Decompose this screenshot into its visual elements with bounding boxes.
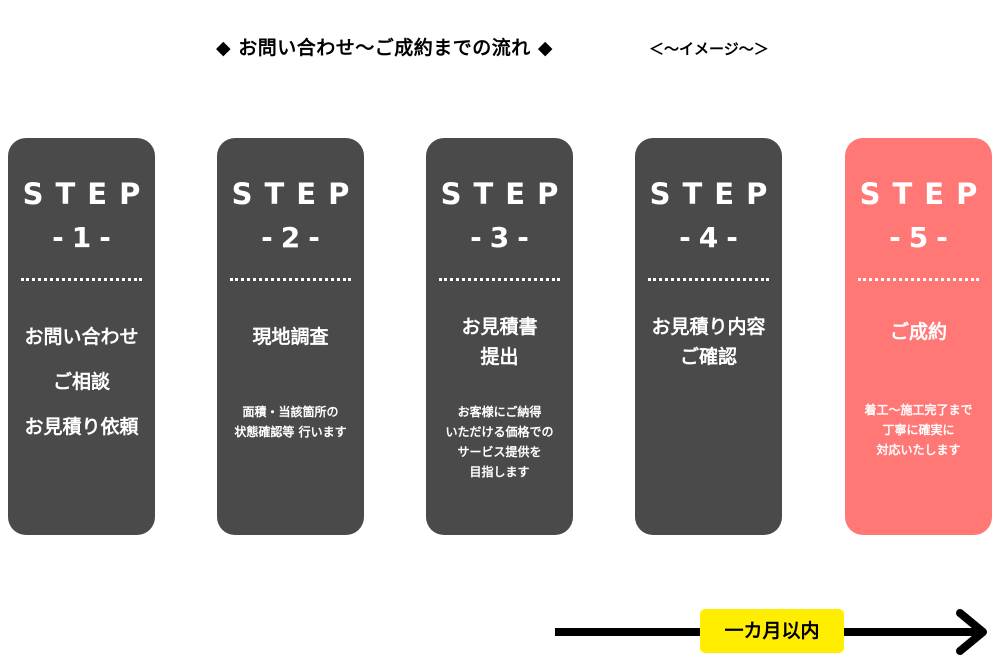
step-title-line: お見積書 [461,316,538,338]
header: ◆ お問い合わせ～ご成約までの流れ ◆ ＜～イメージ～＞ [0,33,1000,63]
step-description: お客様にご納得 いただける価格での サービス提供を 目指します [426,402,573,482]
dotted-divider [21,278,142,281]
timeline-badge: 一カ月以内 [700,609,844,653]
step-description: 面積・当該箇所の 状態確認等 行います [217,402,364,442]
step-number: -2- [261,221,328,254]
step-label: STEP [440,177,571,211]
step-desc-line: 状態確認等 行います [234,425,347,439]
step-title-line: お見積り依頼 [24,416,139,438]
step-title-line: ご相談 [52,371,110,393]
step-title: お見積書 提出 [426,312,573,372]
step-number: -1- [52,221,119,254]
page-title: ◆ お問い合わせ～ご成約までの流れ ◆ [216,37,553,59]
step-title: お見積り内容 ご確認 [635,312,782,372]
step-desc-line: 面積・当該箇所の [242,405,339,419]
step-card-1: STEP -1- お問い合わせ ご相談 お見積り依頼 [8,138,155,535]
step-title: ご成約 [845,317,992,347]
step-label: STEP [22,177,153,211]
step-title-line: お見積り内容 [651,316,766,338]
step-card-4: STEP -4- お見積り内容 ご確認 [635,138,782,535]
page-subtitle: ＜～イメージ～＞ [649,40,769,58]
step-card-5: STEP -5- ご成約 着工～施工完了まで 丁寧に確実に 対応いたします [845,138,992,535]
step-desc-line: お客様にご納得 [457,405,542,419]
dotted-divider [858,278,979,281]
step-desc-line: 目指します [469,465,530,479]
timeline-arrow: 一カ月以内 [555,607,995,659]
step-desc-line: 丁寧に確実に [882,423,955,437]
step-card-2: STEP -2- 現地調査 面積・当該箇所の 状態確認等 行います [217,138,364,535]
step-desc-line: 対応いたします [876,443,961,457]
step-desc-line: いただける価格での [445,425,554,439]
step-title-line: 提出 [480,346,519,368]
step-title: お問い合わせ ご相談 お見積り依頼 [8,315,155,450]
step-title-line: ご確認 [679,346,737,368]
dotted-divider [230,278,351,281]
step-card-3: STEP -3- お見積書 提出 お客様にご納得 いただける価格での サービス提… [426,138,573,535]
step-label: STEP [649,177,780,211]
step-description: 着工～施工完了まで 丁寧に確実に 対応いたします [845,400,992,460]
step-number: -3- [470,221,537,254]
step-number: -4- [679,221,746,254]
dotted-divider [648,278,769,281]
step-number: -5- [889,221,956,254]
step-title-line: ご成約 [889,321,947,343]
step-desc-line: サービス提供を [457,445,542,459]
step-title: 現地調査 [217,322,364,352]
step-desc-line: 着工～施工完了まで [864,403,973,417]
step-label: STEP [859,177,990,211]
step-cards: STEP -1- お問い合わせ ご相談 お見積り依頼 STEP -2- 現地調査… [8,138,992,535]
step-title-line: 現地調査 [252,326,329,348]
step-title-line: お問い合わせ [24,326,139,348]
dotted-divider [439,278,560,281]
step-label: STEP [231,177,362,211]
